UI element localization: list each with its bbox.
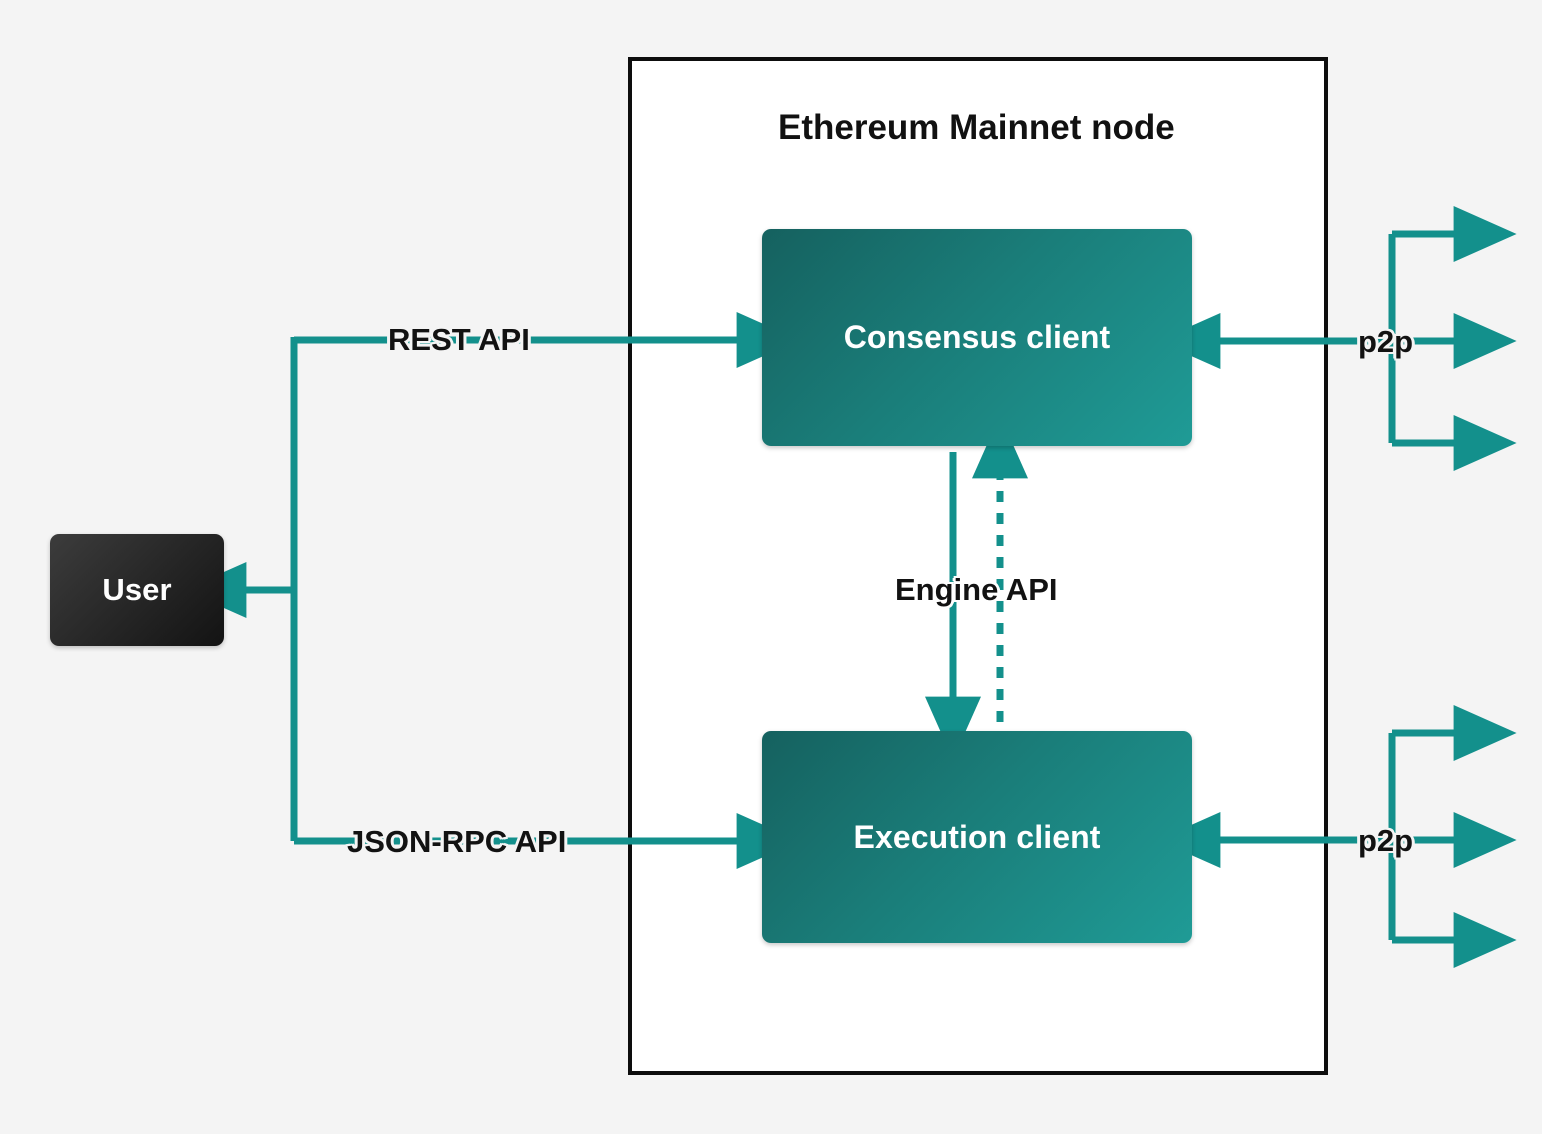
- p2p-execution-label: p2p: [1358, 823, 1414, 858]
- user-api-bus: [183, 312, 800, 869]
- p2p-consensus-edges: [1157, 206, 1517, 471]
- consensus-client-node[interactable]: Consensus client: [762, 229, 1192, 446]
- p2p-execution-edges: [1157, 705, 1517, 968]
- json-rpc-api-label: JSON-RPC API: [347, 824, 567, 859]
- rest-api-label: REST API: [388, 322, 530, 357]
- execution-client-label: Execution client: [853, 818, 1101, 855]
- user-node[interactable]: User: [50, 534, 224, 646]
- engine-api-label: Engine API: [895, 572, 1058, 607]
- execution-client-node[interactable]: Execution client: [762, 731, 1192, 943]
- page-title: Ethereum Mainnet node: [778, 108, 1175, 147]
- user-node-label: User: [102, 572, 172, 607]
- consensus-client-label: Consensus client: [843, 319, 1111, 355]
- engine-api-edges: [925, 415, 1028, 760]
- p2p-consensus-label: p2p: [1358, 324, 1414, 359]
